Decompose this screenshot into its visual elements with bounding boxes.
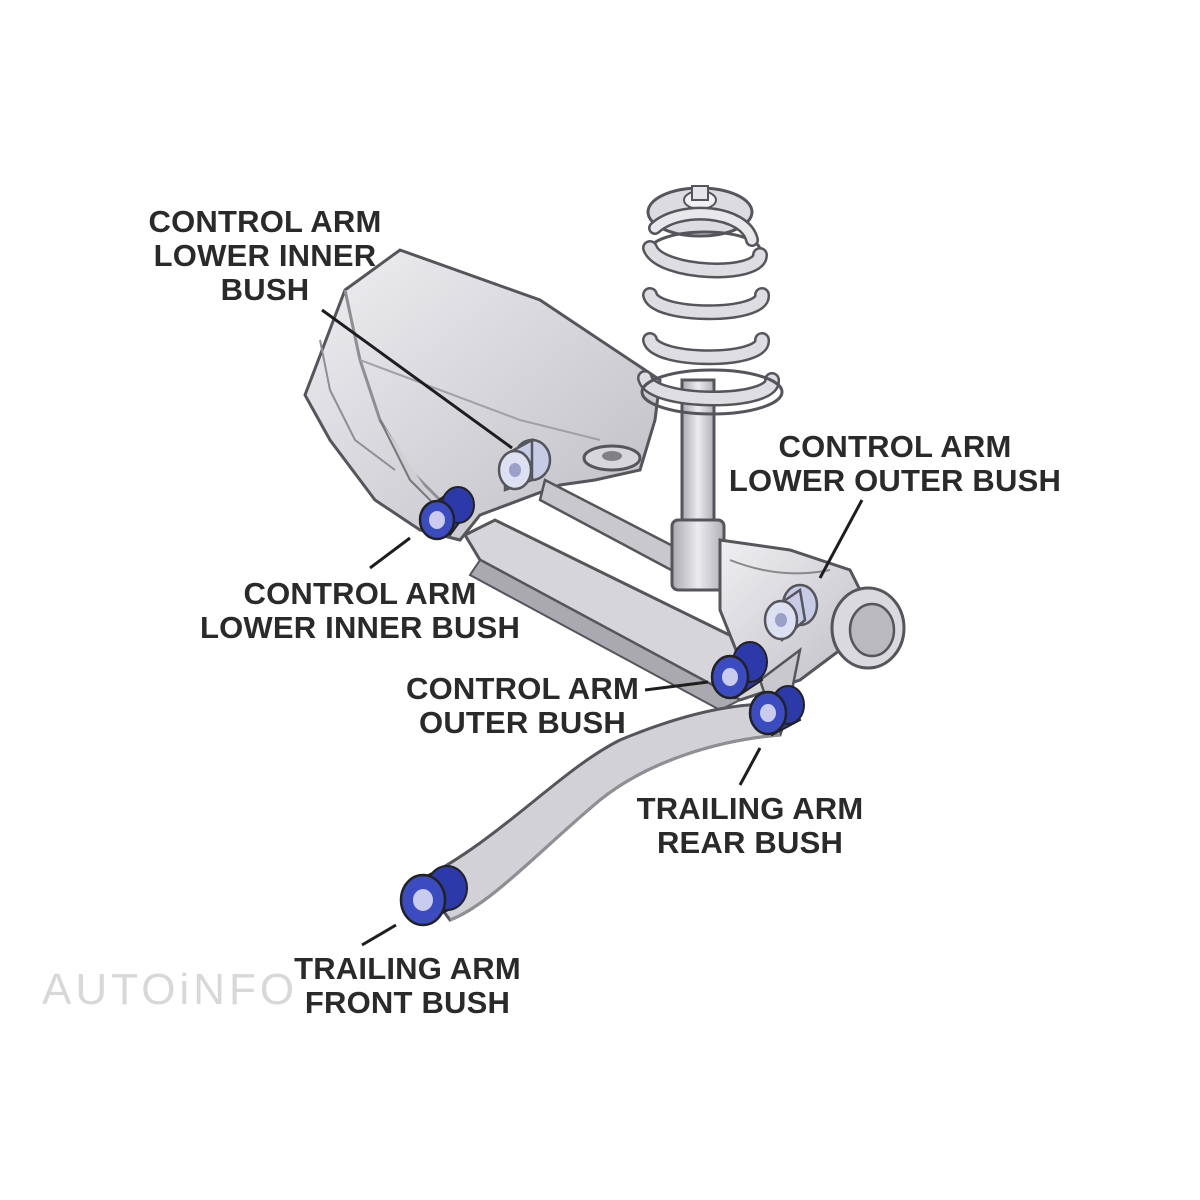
subframe xyxy=(303,248,662,542)
leader-outer xyxy=(644,680,709,692)
bush-lower-outer xyxy=(763,583,819,643)
bush-outer xyxy=(710,641,768,700)
bush-trailing-front xyxy=(399,865,468,927)
leader-upper-inner xyxy=(321,308,513,450)
bush-upper-inner xyxy=(497,437,552,492)
strut-assembly xyxy=(637,185,784,592)
label-trailing-arm-rear-bush: TRAILING ARM REAR BUSH xyxy=(636,791,864,860)
leader-lines xyxy=(321,308,864,947)
leader-lower-outer xyxy=(818,499,864,579)
label-control-arm-lower-outer-bush: CONTROL ARM LOWER OUTER BUSH xyxy=(728,429,1062,498)
label-control-arm-lower-inner-bush: CONTROL ARM LOWER INNER BUSH xyxy=(199,576,521,645)
leader-trailing-front xyxy=(361,923,397,947)
hub-knuckle xyxy=(718,538,906,712)
bush-lower-inner xyxy=(418,486,475,541)
coil-spring xyxy=(637,206,780,407)
watermark-logo: AUTOiNFO xyxy=(42,965,299,1014)
label-control-arm-outer-bush: CONTROL ARM OUTER BUSH xyxy=(406,671,639,740)
bush-trailing-rear xyxy=(748,685,805,737)
label-control-arm-lower-inner-bush-top: CONTROL ARM LOWER INNER BUSH xyxy=(148,204,382,307)
label-trailing-arm-front-bush: TRAILING ARM FRONT BUSH xyxy=(294,951,521,1020)
leader-lower-inner xyxy=(369,536,411,570)
leader-trailing-rear xyxy=(738,747,762,786)
